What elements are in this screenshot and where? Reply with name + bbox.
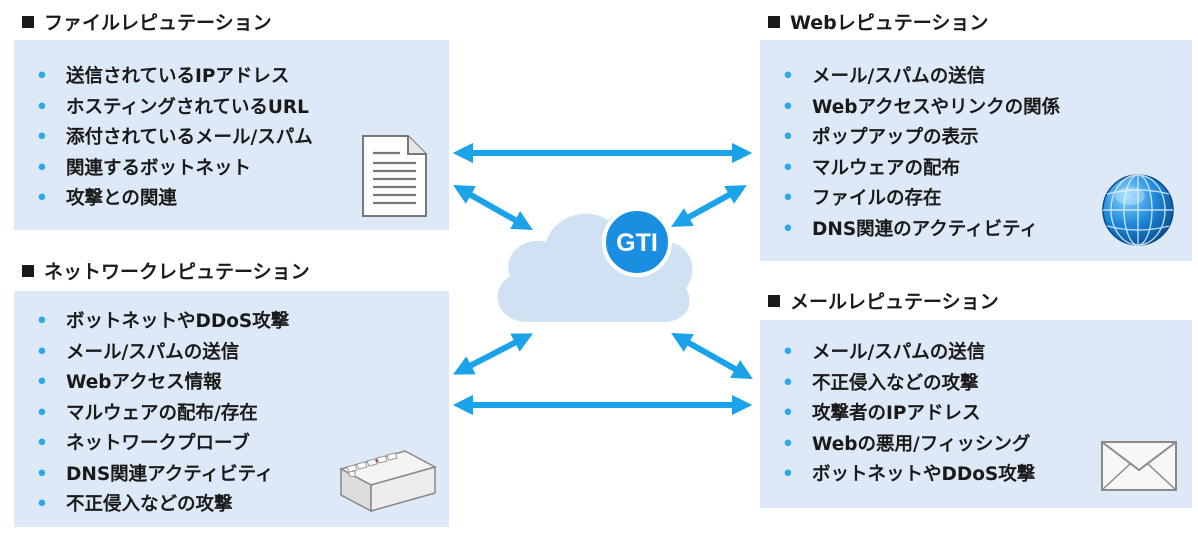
globe-icon — [1102, 174, 1174, 246]
arrow-cloud-web — [671, 185, 747, 227]
list-item: Webアクセスやリンクの関係 — [782, 93, 1060, 124]
square-bullet-icon — [768, 15, 780, 28]
list-item: ファイルの存在 — [782, 184, 1060, 215]
gti-label: GTI — [616, 229, 658, 257]
list-item: DNS関連のアクティビティ — [782, 215, 1060, 246]
list-item: ネットワークプローブ — [36, 429, 289, 460]
square-bullet-icon — [22, 15, 34, 28]
mail-rep-heading: メールレピュテーション — [768, 287, 999, 314]
web-rep-heading: Webレピュテーション — [768, 8, 988, 35]
list-item: メール/スパムの送信 — [782, 338, 1035, 369]
network-switch-icon — [339, 450, 437, 513]
list-item: 関連するボットネット — [36, 154, 313, 185]
network-rep-title: ネットワークレピュテーション — [44, 261, 310, 283]
web-rep-list: メール/スパムの送信 Webアクセスやリンクの関係 ポップアップの表示 マルウェ… — [782, 62, 1060, 245]
arrow-cloud-file — [453, 184, 533, 231]
arrow-cloud-network — [452, 333, 534, 375]
list-item: 添付されているメール/スパム — [36, 123, 313, 154]
list-item: 不正侵入などの攻撃 — [782, 369, 1035, 400]
envelope-icon — [1101, 441, 1177, 491]
list-item: マルウェアの配布/存在 — [36, 399, 289, 430]
list-item: 送信されているIPアドレス — [36, 62, 313, 93]
network-rep-panel: ボットネットやDDoS攻撃 メール/スパムの送信 Webアクセス情報 マルウェア… — [14, 291, 449, 527]
file-rep-list: 送信されているIPアドレス ホスティングされているURL 添付されているメール/… — [36, 62, 313, 215]
arrow-cloud-mail — [671, 332, 753, 380]
square-bullet-icon — [768, 294, 780, 307]
list-item: ホスティングされているURL — [36, 93, 313, 124]
mail-rep-list: メール/スパムの送信 不正侵入などの攻撃 攻撃者のIPアドレス Webの悪用/フ… — [782, 338, 1035, 491]
list-item: ポップアップの表示 — [782, 123, 1060, 154]
web-rep-title: Webレピュテーション — [790, 12, 989, 34]
file-rep-heading: ファイルレピュテーション — [22, 8, 272, 35]
gti-badge — [602, 207, 672, 277]
list-item: 不正侵入などの攻撃 — [36, 490, 289, 521]
list-item: ボットネットやDDoS攻撃 — [782, 460, 1035, 491]
list-item: 攻撃との関連 — [36, 184, 313, 215]
mail-rep-title: メールレピュテーション — [790, 291, 999, 313]
list-item: Webアクセス情報 — [36, 368, 289, 399]
file-rep-title: ファイルレピュテーション — [44, 12, 272, 34]
list-item: 攻撃者のIPアドレス — [782, 399, 1035, 430]
list-item: ボットネットやDDoS攻撃 — [36, 307, 289, 338]
list-item: マルウェアの配布 — [782, 154, 1060, 185]
network-rep-heading: ネットワークレピュテーション — [22, 257, 310, 284]
square-bullet-icon — [22, 264, 34, 277]
network-rep-list: ボットネットやDDoS攻撃 メール/スパムの送信 Webアクセス情報 マルウェア… — [36, 307, 289, 521]
list-item: メール/スパムの送信 — [36, 338, 289, 369]
list-item: メール/スパムの送信 — [782, 62, 1060, 93]
document-icon — [362, 135, 427, 217]
list-item: DNS関連アクティビティ — [36, 460, 289, 491]
list-item: Webの悪用/フィッシング — [782, 430, 1035, 461]
